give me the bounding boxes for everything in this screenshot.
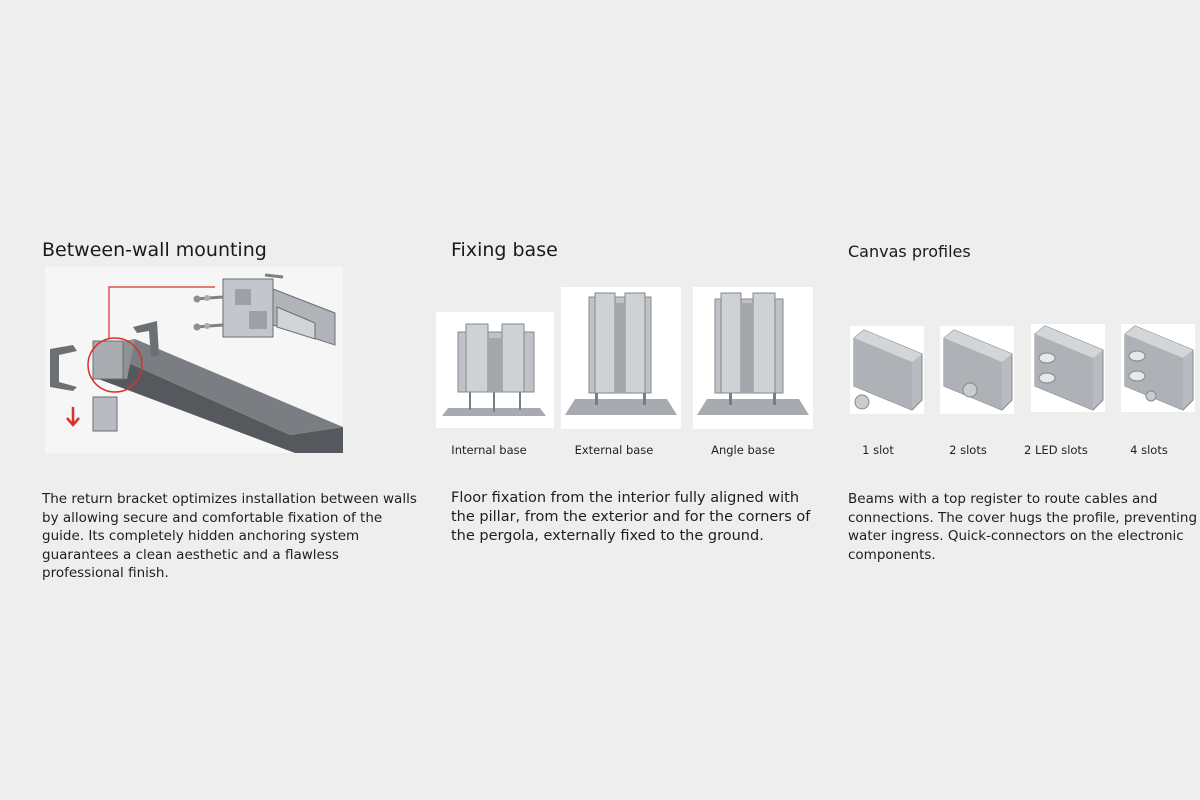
internal-base-image: [436, 312, 554, 428]
section-title-between-wall: Between-wall mounting: [42, 239, 267, 261]
section-title-fixing-base: Fixing base: [451, 239, 558, 261]
fixing-base-description: Floor fixation from the interior fully a…: [451, 490, 811, 544]
caption-angle-base: Angle base: [711, 443, 775, 457]
angle-base-image: [693, 287, 813, 429]
caption-4-slots: 4 slots: [1130, 443, 1168, 457]
caption-2-slots: 2 slots: [949, 443, 987, 457]
between-wall-description: The return bracket optimizes installatio…: [42, 491, 417, 581]
caption-1-slot: 1 slot: [862, 443, 894, 457]
external-base-image: [561, 287, 681, 429]
caption-2-led-slots: 2 LED slots: [1024, 443, 1088, 457]
detail-circle: [87, 337, 143, 393]
caption-external-base: External base: [574, 443, 654, 457]
profile-1-slot-image: [850, 326, 924, 414]
between-wall-illustration: [45, 267, 343, 453]
profile-4-slots-image: [1121, 324, 1195, 412]
canvas-profiles-description: Beams with a top register to route cable…: [848, 491, 1198, 563]
section-title-canvas-profiles: Canvas profiles: [848, 242, 971, 261]
beam-shape: [93, 347, 343, 453]
profile-2-slots-image: [940, 326, 1014, 414]
profile-2-led-slots-image: [1031, 324, 1105, 412]
caption-internal-base: Internal base: [451, 443, 527, 457]
